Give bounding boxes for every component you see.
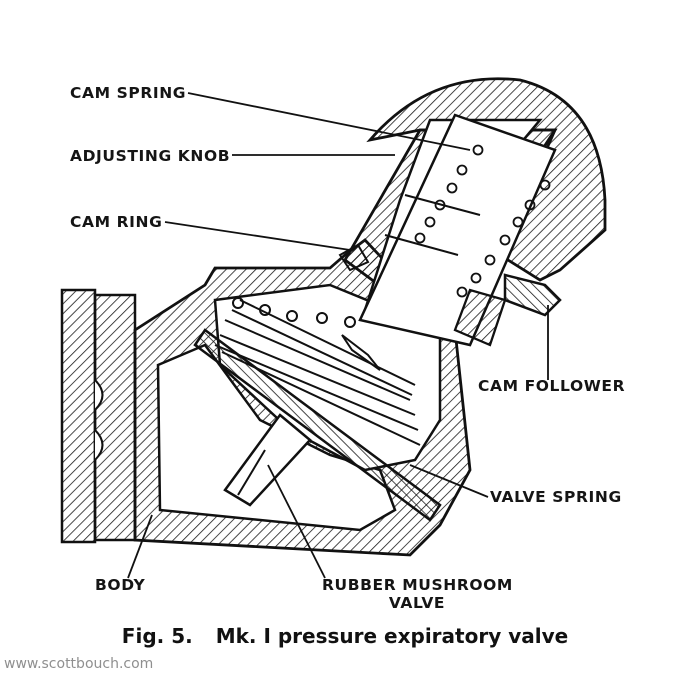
leader-rubber-mushroom: [267, 464, 326, 579]
cam-housing: [343, 77, 607, 347]
leader-body: [127, 514, 153, 579]
label-cam-spring: CAM SPRING: [70, 84, 187, 102]
cam-spring-coils: [414, 144, 551, 298]
label-body: BODY: [95, 576, 146, 594]
caption-title: Mk. I pressure expiratory valve: [215, 624, 569, 648]
cam-follower-pin: [453, 273, 562, 347]
rubber-mushroom-valve: [193, 328, 442, 522]
figure-caption: Fig. 5. Mk. I pressure expiratory valve: [0, 624, 690, 648]
label-rubber-mushroom-line2: VALVE: [388, 594, 446, 612]
leader-lines: [127, 92, 549, 579]
label-cam-ring: CAM RING: [70, 213, 163, 231]
plunger-tip: [341, 334, 381, 371]
label-rubber-mushroom-line1: RUBBER MUSHROOM: [322, 576, 513, 594]
caption-figure-number: Fig. 5.: [121, 624, 193, 648]
watermark: www.scottbouch.com: [4, 656, 154, 672]
outlet-flange: [60, 288, 137, 544]
leader-cam-ring: [164, 221, 351, 251]
label-adjusting-knob: ADJUSTING KNOB: [70, 147, 231, 165]
label-valve-spring: VALVE SPRING: [490, 488, 622, 506]
label-rubber-mushroom: RUBBER MUSHROOM VALVE: [322, 576, 512, 612]
label-cam-follower: CAM FOLLOWER: [478, 377, 626, 395]
leader-cam-spring: [187, 92, 471, 151]
leader-valve-spring: [409, 464, 489, 498]
cam-ring-detail: [338, 243, 370, 272]
